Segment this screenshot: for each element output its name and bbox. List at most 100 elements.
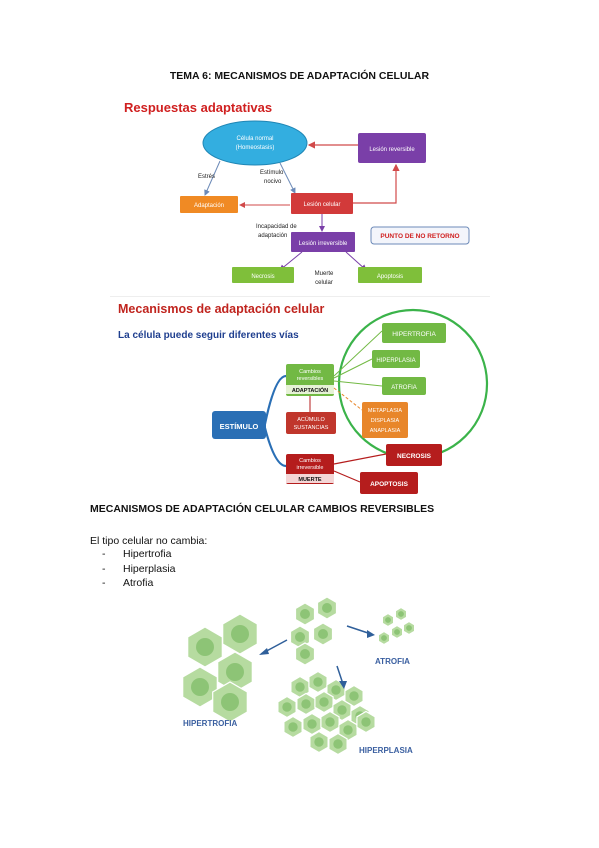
adaptacion-label: Adaptación [194, 203, 224, 209]
diagram2-title: Mecanismos de adaptación celular [118, 302, 324, 316]
metaplasia-label: METAPLASIA [368, 408, 402, 414]
estimulo-label: Estímulo [260, 170, 284, 176]
link-estimulo-reversibles [263, 374, 287, 425]
hipertrofia-nucleus [231, 625, 249, 643]
list-item: -Atrofia [90, 577, 176, 592]
atrofia-node [382, 377, 426, 395]
punto-no-retorno-box [370, 226, 470, 245]
arrowhead-hiperplasia [339, 681, 347, 689]
lesion-irreversible-node [291, 232, 355, 252]
estres-label: Estrés [198, 174, 215, 180]
necrosis-label: NECROSIS [397, 453, 432, 460]
list-item: -Hiperplasia [90, 563, 176, 578]
atrofia-nucleus [385, 617, 391, 623]
list-marker: - [102, 548, 106, 560]
list-item: - Hipertrofia [90, 548, 176, 563]
hiperplasia-nucleus [282, 702, 292, 712]
atrofia-nucleus [406, 625, 412, 631]
celula-normal-node [202, 120, 308, 166]
link-necrosis [333, 453, 387, 465]
incapacidad-label: Incapacidad de [256, 224, 297, 230]
hiperplasia-nucleus [337, 705, 347, 715]
necrosis-node [232, 267, 294, 283]
cambios-irr-label: Cambios [299, 458, 321, 464]
irreversible-label: irreversible [297, 465, 324, 471]
cambios-label: Cambios [299, 369, 321, 375]
arrow-to-lesion-reversible [353, 163, 400, 204]
arrows-group [259, 625, 375, 689]
hipertrofia-node [382, 323, 446, 343]
reversibles-label: reversibles [297, 376, 324, 382]
apoptosis-node [358, 267, 422, 283]
necrosis-label: Necrosis [251, 274, 274, 280]
adaptacion-tag-label: ADAPTACIÓN [292, 386, 328, 394]
arrow-estres [204, 160, 221, 196]
metaplasia-node [362, 402, 408, 438]
atrofia-label: ATROFIA [391, 385, 417, 391]
hiperplasia-label: HIPERPLASIA [376, 358, 415, 364]
list-item-label: Hipertrofia [123, 548, 172, 560]
page-title: TEMA 6: MECANISMOS DE ADAPTACIÓN CELULAR [169, 70, 430, 82]
link-hiperplasia [333, 358, 373, 379]
hipertrofia-caption: HIPERTROFIA [183, 719, 237, 728]
hipertrofia-nucleus [191, 678, 209, 696]
hiperplasia-nucleus [325, 717, 335, 727]
lesion-reversible-node [358, 133, 426, 163]
mecanismos-adaptacion-diagram: Mecanismos de adaptación celular La célu… [110, 296, 490, 494]
hipertrofia-nucleus [221, 693, 239, 711]
arrow-estimulo-nocivo [279, 162, 296, 194]
estimulo-label: ESTÍMULO [220, 422, 259, 431]
celular-label: celular [315, 280, 333, 286]
lesion-celular-node [291, 193, 353, 214]
hipertrofia-nucleus [196, 638, 214, 656]
link-atrofia [333, 380, 383, 387]
displasia-label: DISPLASIA [371, 418, 400, 424]
cells-group [182, 596, 416, 756]
estimulo-node [212, 411, 266, 439]
atrofia-nucleus [394, 629, 400, 635]
hipertrofia-nucleus [226, 663, 244, 681]
list-marker: - [102, 562, 106, 575]
hiperplasia-nucleus [301, 699, 311, 709]
hiperplasia-nucleus [331, 685, 341, 695]
acumulo-node [286, 412, 336, 434]
muerte-tag-label: MUERTE [298, 477, 322, 483]
acumulo-label: ACÚMULO [297, 416, 325, 423]
apoptosis-node [360, 472, 418, 494]
cell-adaptation-illustration: HIPERTROFIA ATROFIA HIPERPLASIA [182, 596, 416, 756]
hiperplasia-nucleus [314, 737, 324, 747]
muerte-label: Muerte [315, 271, 334, 277]
hiperplasia-nucleus [349, 691, 359, 701]
lesion-irreversible-label: Lesión irreversible [299, 241, 348, 247]
hiperplasia-nucleus [333, 739, 343, 749]
muerte-tag [286, 474, 334, 483]
normal-nucleus [322, 603, 332, 613]
lesion-celular-label: Lesión celular [303, 202, 340, 208]
diagram1-title: Respuestas adaptativas [124, 100, 272, 115]
nocivo-label: nocivo [264, 179, 282, 185]
arrowhead-atrofia [367, 630, 375, 638]
atrofia-caption: ATROFIA [375, 657, 410, 666]
sustancias-label: SUSTANCIAS [294, 425, 329, 431]
paragraph: El tipo celular no cambia: [90, 535, 208, 547]
anaplasia-label: ANAPLASIA [370, 428, 401, 434]
link-metaplasia [333, 387, 363, 411]
list-marker: - [102, 577, 106, 589]
adaptacion-node [180, 196, 238, 213]
punto-no-retorno-label: PUNTO DE NO RETORNO [380, 233, 459, 240]
adaptacion-sublabel: adaptación [258, 233, 287, 239]
adaptacion-tag [286, 385, 334, 394]
normal-nucleus [300, 649, 310, 659]
celula-normal-sublabel: (Homeostasis) [236, 145, 275, 151]
hiperplasia-nucleus [295, 682, 305, 692]
hiperplasia-caption: HIPERPLASIA [359, 746, 413, 755]
apoptosis-label: APOPTOSIS [370, 481, 408, 488]
celula-normal-label: Célula normal [236, 136, 273, 142]
hiperplasia-nucleus [313, 677, 323, 687]
atrofia-nucleus [398, 611, 404, 617]
link-estimulo-irreversibles [263, 427, 287, 468]
hiperplasia-nucleus [319, 697, 329, 707]
atrofia-nucleus [381, 635, 387, 641]
apoptosis-label: Apoptosis [377, 274, 403, 280]
arrowhead-hipertrofia [259, 648, 269, 655]
